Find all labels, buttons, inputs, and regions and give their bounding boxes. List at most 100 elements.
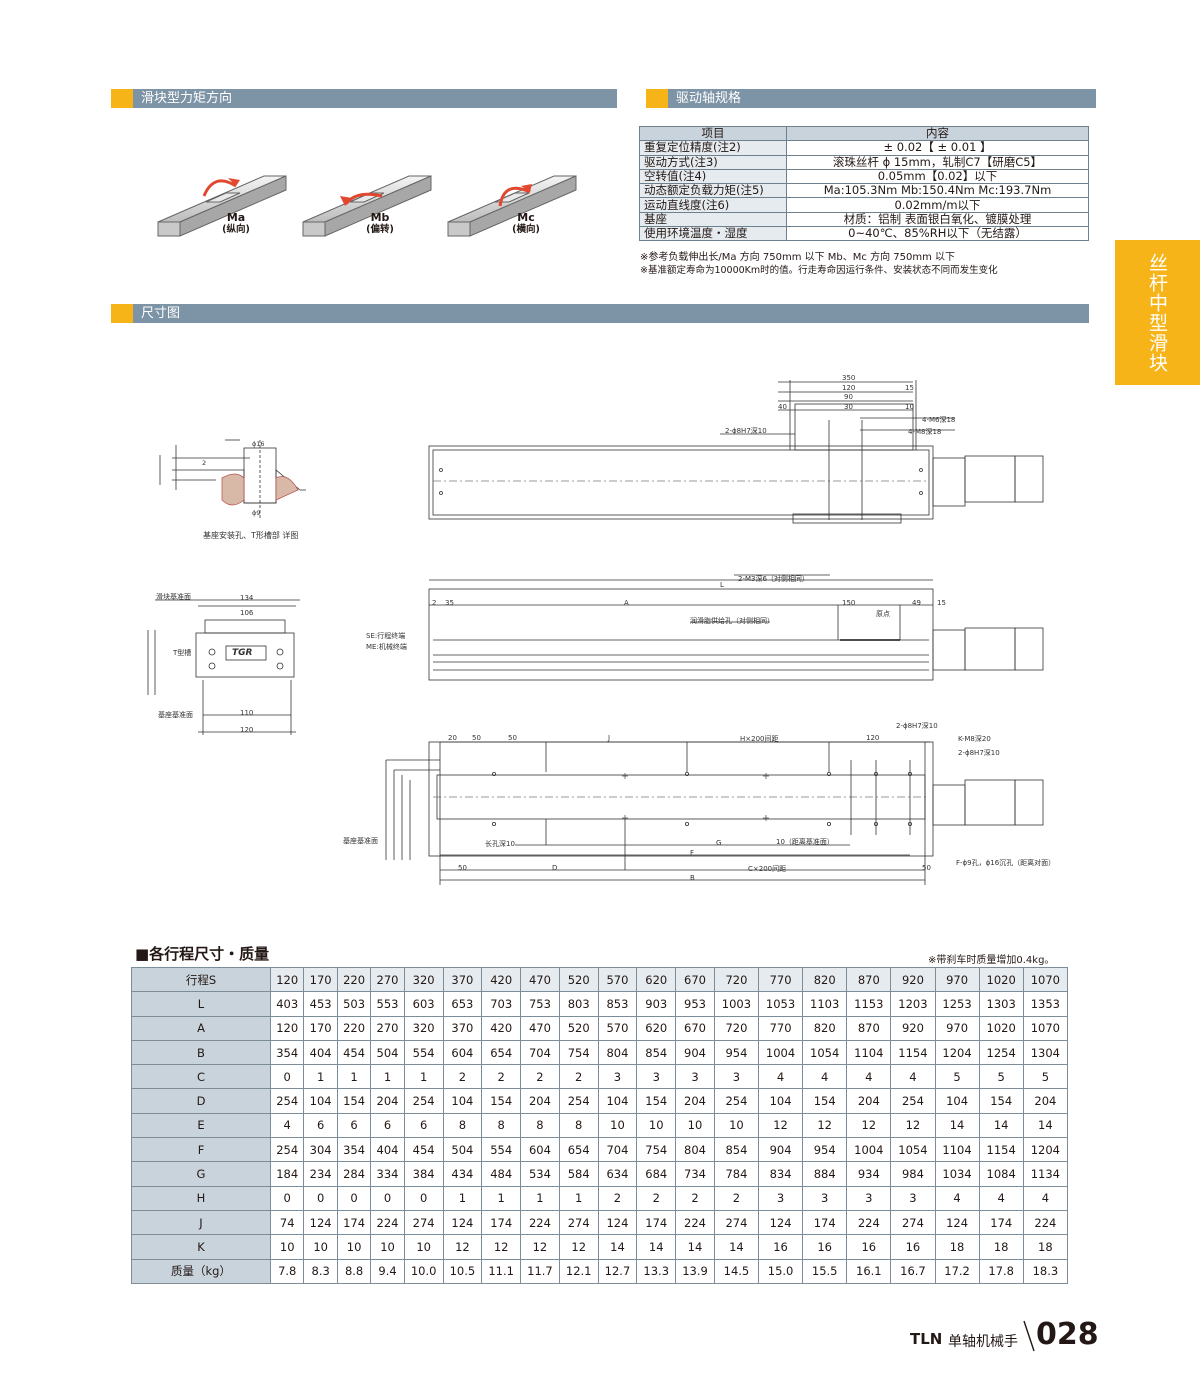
- table-cell: 120: [269, 966, 305, 993]
- table-cell: 870: [846, 966, 892, 993]
- table-cell: 420: [481, 1015, 522, 1041]
- table-cell: 534: [520, 1161, 560, 1187]
- table-cell: 720: [713, 966, 760, 993]
- table-cell: 370: [442, 966, 483, 993]
- table-cell: 384: [403, 1161, 444, 1187]
- table-cell: 704: [520, 1039, 560, 1066]
- table-cell: 1004: [846, 1137, 892, 1163]
- table-cell: 5: [978, 1064, 1024, 1090]
- table-cell: 14: [978, 1112, 1024, 1139]
- table-cell: 354: [336, 1137, 372, 1163]
- table-cell: 16: [846, 1234, 892, 1260]
- table-cell: 854: [636, 1039, 677, 1066]
- spec-note-1: ※参考负载伸出长/Ma 方向 750mm 以下 Mb、Mc 方向 750mm 以…: [640, 252, 955, 263]
- table-cell: 1: [370, 1064, 405, 1090]
- table-cell: 12: [481, 1234, 522, 1260]
- table-cell: 15.5: [802, 1258, 848, 1284]
- spec-value: 0.05mm【0.02】以下: [786, 168, 1089, 185]
- table-cell: 3: [846, 1185, 892, 1211]
- table-cell: 304: [303, 1137, 338, 1163]
- table-cell: 354: [269, 1039, 305, 1066]
- table-cell: 3: [597, 1064, 638, 1090]
- table-cell: 174: [636, 1209, 677, 1236]
- table-cell: 454: [336, 1039, 372, 1066]
- table-cell: 2: [636, 1185, 677, 1211]
- spec-row: 驱动方式(注3)滚珠丝杆 ϕ 15mm，轧制C7【研磨C5】: [639, 154, 1089, 170]
- table-cell: 1003: [713, 991, 760, 1017]
- spec-item: 使用环境温度・湿度: [639, 226, 787, 242]
- table-cell: 2: [597, 1185, 638, 1211]
- table-cell: 770: [757, 1015, 804, 1041]
- table-cell: 1054: [802, 1039, 848, 1066]
- table-cell: 470: [520, 966, 560, 993]
- footer-product: 单轴机械手: [948, 1334, 1018, 1350]
- table-cell: 12.7: [597, 1258, 638, 1284]
- table-cell: 870: [846, 1015, 892, 1041]
- table-cell: 704: [597, 1137, 638, 1163]
- moment-name: Ma: [226, 211, 246, 224]
- table-cell: 4: [269, 1112, 305, 1139]
- table-cell: 470: [520, 1015, 560, 1041]
- table-cell: 484: [481, 1161, 522, 1187]
- table-cell: 154: [636, 1088, 677, 1114]
- spec-value: 0~40℃、85%RH以下（无结露）: [786, 226, 1089, 242]
- table-cell: 10: [403, 1234, 444, 1260]
- table-cell: 6: [336, 1112, 372, 1139]
- table-cell: 7.8: [269, 1258, 305, 1284]
- table-cell: 184: [269, 1161, 305, 1187]
- table-cell: 570: [597, 1015, 638, 1041]
- table-cell: 254: [890, 1088, 936, 1114]
- side-tab-label: 丝杆中型滑块: [1146, 252, 1168, 373]
- row-label: H: [131, 1185, 271, 1211]
- table-cell: 8.3: [303, 1258, 338, 1284]
- table-cell: 703: [481, 991, 522, 1017]
- table-cell: 174: [481, 1209, 522, 1236]
- table-cell: 12: [846, 1112, 892, 1139]
- table-cell: 0: [403, 1185, 444, 1211]
- table-cell: 834: [757, 1161, 804, 1187]
- table-cell: 370: [442, 1015, 483, 1041]
- table-cell: 204: [1022, 1088, 1069, 1114]
- table-cell: 220: [336, 1015, 372, 1041]
- table-cell: 884: [802, 1161, 848, 1187]
- table-cell: 274: [713, 1209, 760, 1236]
- moment-direction: (横向): [512, 224, 540, 235]
- table-cell: 334: [370, 1161, 405, 1187]
- table-cell: 11.7: [520, 1258, 560, 1284]
- table-cell: 12.1: [558, 1258, 599, 1284]
- table-cell: 10: [713, 1112, 760, 1139]
- table-cell: 553: [370, 991, 405, 1017]
- table-cell: 634: [597, 1161, 638, 1187]
- table-cell: 1054: [890, 1137, 936, 1163]
- table-cell: 904: [757, 1137, 804, 1163]
- table-cell: 403: [269, 991, 305, 1017]
- table-cell: 204: [520, 1088, 560, 1114]
- spec-row: 空转值(注4)0.05mm【0.02】以下: [639, 168, 1089, 185]
- table-cell: 2: [675, 1185, 715, 1211]
- table-cell: 12: [802, 1112, 848, 1139]
- table-cell: 404: [370, 1137, 405, 1163]
- table-cell: 0: [269, 1185, 305, 1211]
- table-cell: 4: [890, 1064, 936, 1090]
- spec-header-item: 项目: [639, 125, 787, 142]
- table-cell: 204: [675, 1088, 715, 1114]
- row-label: 质量（kg）: [131, 1258, 271, 1284]
- table-cell: 784: [713, 1161, 760, 1187]
- table-cell: 1203: [890, 991, 936, 1017]
- table-cell: 10: [336, 1234, 372, 1260]
- table-cell: 604: [520, 1137, 560, 1163]
- table-cell: 124: [934, 1209, 980, 1236]
- table-cell: 154: [802, 1088, 848, 1114]
- table-cell: 503: [336, 991, 372, 1017]
- table-cell: 603: [403, 991, 444, 1017]
- table-cell: 1020: [978, 1015, 1024, 1041]
- table-cell: 10: [636, 1112, 677, 1139]
- section-marker: [111, 304, 133, 323]
- actuator-mc-icon: [447, 175, 577, 237]
- section-bar-moment: 滑块型力矩方向: [111, 89, 617, 108]
